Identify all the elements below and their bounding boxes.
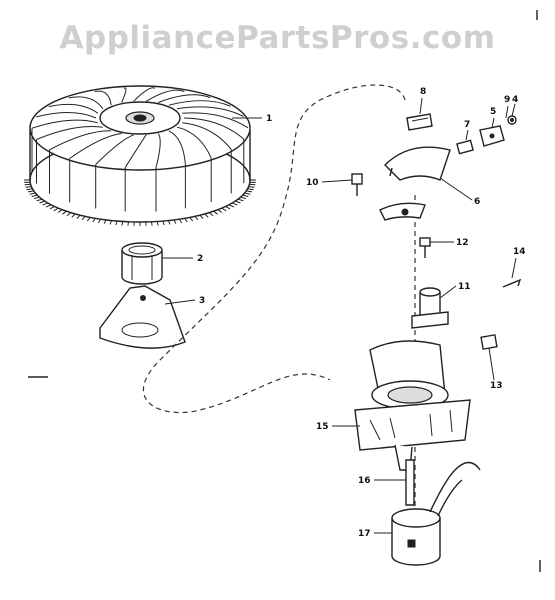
flywheel-fin bbox=[176, 126, 212, 159]
sleeve bbox=[121, 242, 163, 285]
clip-14 bbox=[502, 278, 522, 288]
stray-mark-2 bbox=[536, 10, 541, 572]
callout-17: 17 bbox=[358, 529, 371, 539]
flywheel-fin bbox=[182, 112, 249, 129]
flywheel-fin bbox=[36, 125, 104, 140]
flywheel-fin bbox=[168, 100, 231, 107]
callout-4: 4 bbox=[512, 95, 518, 105]
screw-8 bbox=[406, 113, 433, 131]
leader-line-4 bbox=[511, 103, 516, 117]
callout-5: 5 bbox=[490, 107, 496, 117]
flywheel-fin bbox=[121, 87, 127, 103]
flywheel-fin bbox=[158, 94, 211, 103]
flywheel-fin bbox=[168, 130, 186, 165]
wire-path bbox=[143, 84, 406, 414]
leader-line-3 bbox=[164, 299, 196, 305]
watermark: AppliancePartsPros.com bbox=[59, 20, 496, 56]
callout-16: 16 bbox=[358, 476, 371, 486]
flywheel-fin bbox=[68, 96, 104, 110]
flywheel-fin bbox=[133, 87, 156, 102]
flywheel-fin bbox=[48, 103, 99, 114]
screw-12 bbox=[419, 237, 431, 258]
callout-10: 10 bbox=[306, 178, 319, 188]
callout-1: 1 bbox=[266, 114, 272, 124]
pad-13 bbox=[480, 334, 498, 350]
flywheel-fin bbox=[49, 130, 112, 151]
callout-12: 12 bbox=[456, 238, 469, 248]
callout-2: 2 bbox=[197, 254, 203, 264]
leader-line-11 bbox=[439, 285, 457, 299]
flywheel-fin bbox=[183, 117, 245, 140]
callout-7: 7 bbox=[464, 120, 470, 130]
pin-16 bbox=[405, 459, 415, 506]
leader-line-8 bbox=[419, 97, 423, 115]
callout-3: 3 bbox=[199, 296, 205, 306]
leader-line-13 bbox=[488, 347, 495, 381]
leader-line-7 bbox=[465, 129, 469, 141]
condenser-11 bbox=[411, 287, 449, 329]
flywheel-fin bbox=[94, 90, 112, 106]
flywheel-fin bbox=[155, 133, 161, 168]
callout-6: 6 bbox=[474, 197, 480, 207]
key-plate bbox=[99, 285, 186, 349]
callout-14: 14 bbox=[513, 247, 526, 257]
block-5 bbox=[479, 125, 505, 147]
flywheel-fin bbox=[124, 134, 147, 168]
flywheel-fin bbox=[36, 111, 97, 119]
flywheel-fin bbox=[95, 134, 134, 165]
breaker-cover bbox=[379, 146, 451, 221]
leader-line-6 bbox=[439, 177, 473, 201]
flywheel-fin bbox=[182, 122, 232, 150]
coil-17 bbox=[391, 461, 481, 566]
flywheel-fin bbox=[69, 133, 122, 159]
flywheel-fin bbox=[146, 89, 185, 102]
leader-line-5 bbox=[491, 117, 495, 129]
stator-15 bbox=[354, 340, 471, 471]
flywheel bbox=[24, 85, 256, 226]
callout-9: 9 bbox=[504, 95, 510, 105]
callout-13: 13 bbox=[490, 381, 503, 391]
leader-line-9 bbox=[505, 105, 509, 119]
callout-11: 11 bbox=[458, 282, 471, 292]
screw-10 bbox=[351, 173, 363, 196]
leader-line-14 bbox=[511, 257, 517, 279]
bracket-7 bbox=[456, 139, 474, 155]
callout-15: 15 bbox=[316, 422, 329, 432]
flywheel-fin bbox=[176, 106, 244, 117]
callout-8: 8 bbox=[420, 87, 426, 97]
flywheel-fin bbox=[31, 119, 98, 129]
leader-line-10 bbox=[321, 179, 353, 183]
